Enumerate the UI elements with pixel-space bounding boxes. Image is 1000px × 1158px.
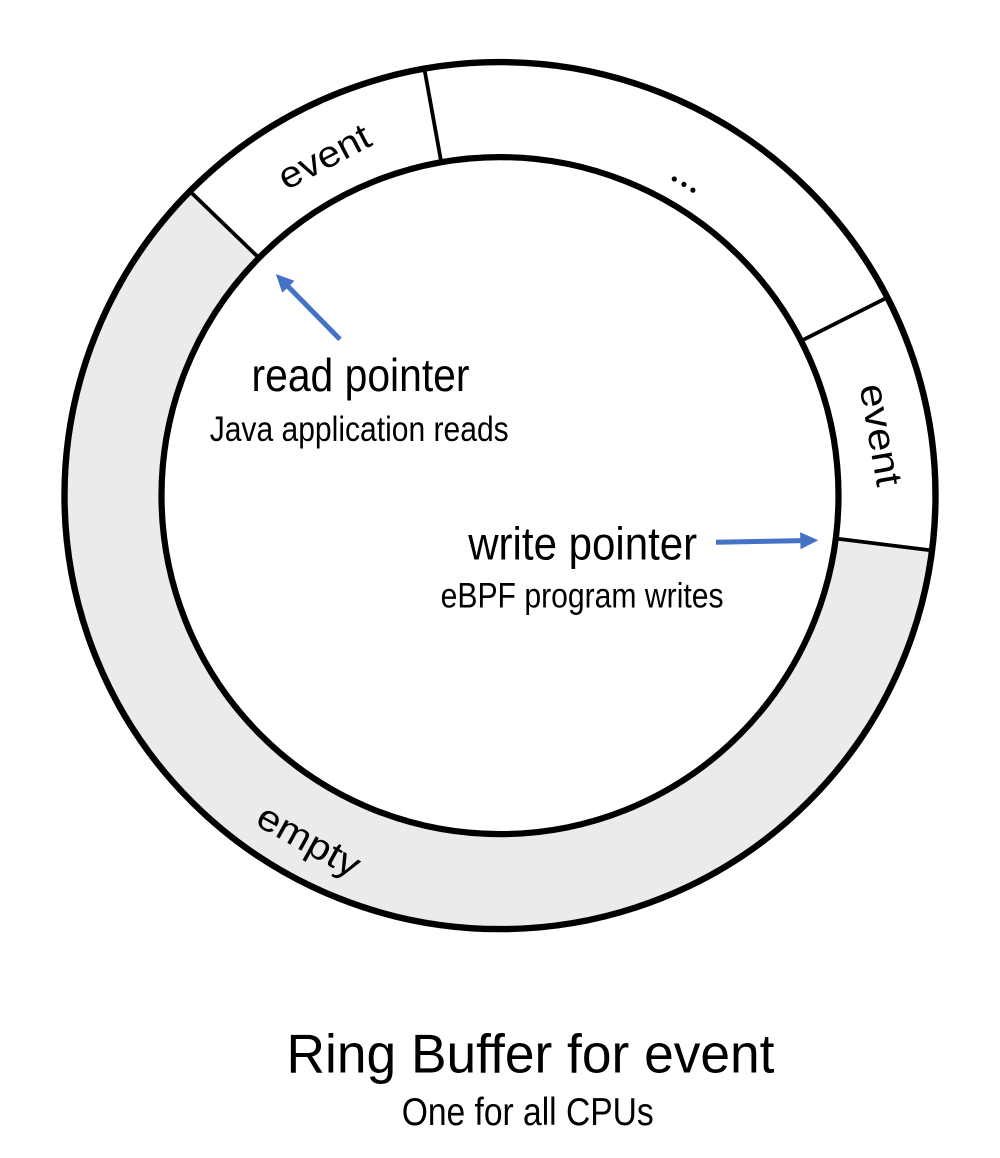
svg-text:Java application reads: Java application reads <box>210 410 509 449</box>
svg-text:Ring Buffer for event: Ring Buffer for event <box>287 1023 775 1085</box>
svg-text:read pointer: read pointer <box>252 349 470 401</box>
svg-text:One for all CPUs: One for all CPUs <box>402 1091 654 1134</box>
svg-text:eBPF program writes: eBPF program writes <box>441 577 724 616</box>
svg-text:write pointer: write pointer <box>467 518 697 570</box>
